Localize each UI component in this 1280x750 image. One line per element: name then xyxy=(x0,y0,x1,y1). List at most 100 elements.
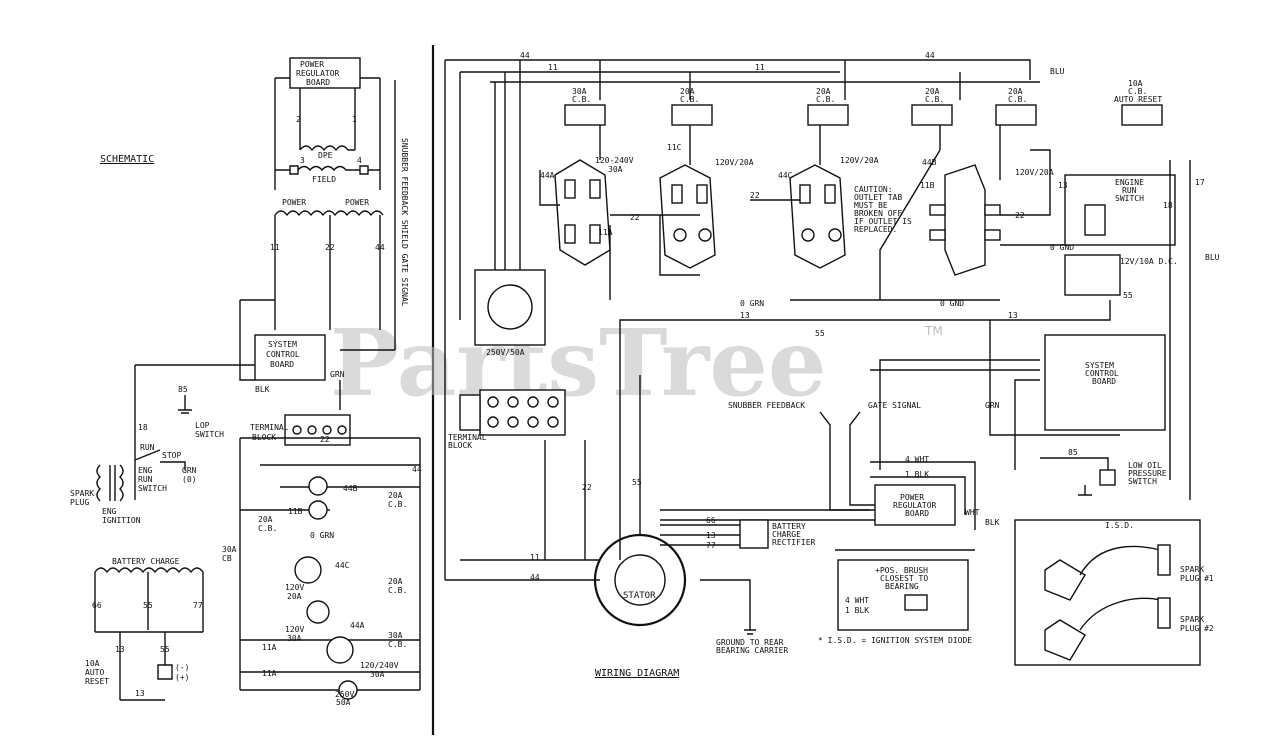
w-blu: BLU xyxy=(1050,67,1065,76)
power-2: POWER xyxy=(345,198,369,207)
wd-low-oil-switch xyxy=(1099,469,1116,486)
spark-plug-1 xyxy=(1157,544,1171,576)
wd-outlet-1 xyxy=(554,159,611,266)
scb-line3: BOARD xyxy=(270,360,294,369)
wd-breaker-3 xyxy=(807,104,849,126)
ign-line2: IGNITION xyxy=(102,516,141,525)
watermark-text: PartsTree xyxy=(330,309,826,417)
wb3-b: C.B. xyxy=(816,95,835,104)
ignition-coil-1 xyxy=(1044,559,1086,601)
wb5-a: 20A xyxy=(1008,87,1023,96)
wn-55: 55 xyxy=(815,329,825,338)
w-wht4b: 4 WHT xyxy=(845,596,869,605)
wb1-b: C.B. xyxy=(572,95,591,104)
wtb-8 xyxy=(547,416,559,428)
s-outlet-2 xyxy=(306,600,330,624)
wd-outlet-3 xyxy=(789,164,846,269)
wd-brush xyxy=(904,594,928,611)
w-44-top2: 44 xyxy=(925,51,935,60)
top-busses xyxy=(444,59,1040,580)
wn-44b: 44B xyxy=(922,158,937,167)
wd-breaker-1 xyxy=(564,104,606,126)
wo2: 120V/20A xyxy=(715,158,754,167)
volt-label: 12V/10A D.C. xyxy=(1120,257,1178,266)
wd-breaker-5 xyxy=(995,104,1037,126)
brush-3: BEARING xyxy=(885,582,919,591)
wprb-3: BOARD xyxy=(905,509,929,518)
lo-3: SWITCH xyxy=(1128,477,1157,486)
wb6-b: C.B. xyxy=(1128,87,1147,96)
run-label: RUN xyxy=(140,443,155,452)
s-outlet-4 xyxy=(338,680,358,700)
wd-brush-box xyxy=(837,559,969,631)
ign-line1: ENG xyxy=(102,507,117,516)
so2-line2: 30A xyxy=(287,634,302,643)
battery-charge-winding xyxy=(94,567,204,633)
wo1-b: 30A xyxy=(608,165,623,174)
w-blk: BLK xyxy=(985,518,1000,527)
wd-outlet-4 xyxy=(929,164,1001,276)
wb2-a: 20A xyxy=(680,87,695,96)
wprb-1: POWER xyxy=(900,493,924,502)
caution-1: CAUTION: xyxy=(854,185,893,194)
dpe-label: DPE xyxy=(318,151,333,160)
wscb-1: SYSTEM xyxy=(1085,361,1114,370)
w-blk1: 1 BLK xyxy=(905,470,929,479)
caution-4: BROKEN OFF xyxy=(854,209,902,218)
engine-run-switch-toggle[interactable] xyxy=(1084,204,1106,236)
wn-18: 18 xyxy=(1163,201,1173,210)
wn-3: 3 xyxy=(300,156,305,165)
wb1-a: 30A xyxy=(572,87,587,96)
so3-line1: 120/240V xyxy=(360,661,399,670)
bc-55b: 55 xyxy=(160,645,170,654)
so1-line2: 20A xyxy=(287,592,302,601)
s-wn-44: 44 xyxy=(375,243,385,252)
stb-line1: TERMINAL xyxy=(250,423,289,432)
prb-line2: REGULATOR xyxy=(296,69,340,78)
ground-lead xyxy=(700,579,756,635)
wd-ignition-box xyxy=(1014,519,1201,666)
wo3: 120V/20A xyxy=(840,156,879,165)
wtb-lbl1: TERMINAL xyxy=(448,433,487,442)
wd-outlet5-leads xyxy=(494,60,521,270)
prb-leads xyxy=(274,77,381,190)
so2-line1: 120V xyxy=(285,625,304,634)
bc-13: 13 xyxy=(115,645,125,654)
spark-plug-2 xyxy=(1157,597,1171,629)
field-coil xyxy=(275,165,380,175)
wn-85: 85 xyxy=(1068,448,1078,457)
wiring-title: WIRING DIAGRAM xyxy=(595,668,679,679)
scb20a-2b: C.B. xyxy=(388,500,407,509)
wn-22b: 22 xyxy=(750,191,760,200)
lo-1: LOW OIL xyxy=(1128,461,1162,470)
wscb-3: BOARD xyxy=(1092,377,1116,386)
dpe-coil xyxy=(299,145,355,152)
bcr-1: BATTERY xyxy=(772,522,806,531)
snubber-gate-wires xyxy=(819,411,870,511)
wb6-c: AUTO RESET xyxy=(1114,95,1162,104)
s-wn-22: 22 xyxy=(325,243,335,252)
ers-w2: RUN xyxy=(1122,186,1137,195)
wtb-1 xyxy=(487,396,499,408)
tb-screw-3 xyxy=(322,425,332,435)
scb-blk: BLK xyxy=(255,385,270,394)
scb30a: 30A xyxy=(388,631,403,640)
caution-5: IF OUTLET IS xyxy=(854,217,912,226)
isd-note: * I.S.D. = IGNITION SYSTEM DIODE xyxy=(818,636,972,645)
tb-screw-2 xyxy=(307,425,317,435)
wn-44a: 44A xyxy=(540,171,555,180)
lad-11a-2: 11A xyxy=(262,669,277,678)
wtb-lbl2: BLOCK xyxy=(448,441,472,450)
grn0-line2: (0) xyxy=(182,475,196,484)
field-label: FIELD xyxy=(312,175,336,184)
ar-line3: RESET xyxy=(85,677,109,686)
ers-line2: RUN xyxy=(138,475,153,484)
so4-line1: 250V xyxy=(335,690,354,699)
s-outlet-b xyxy=(308,500,328,520)
bc-66: 66 xyxy=(92,601,102,610)
scb20a-1: 20A xyxy=(258,515,273,524)
w-11-top2: 11 xyxy=(755,63,765,72)
snubber-vertical-text: SNUBBER FEEDBACK SHIELD GATE SIGNAL xyxy=(400,138,409,307)
bc-plus: (+) xyxy=(175,673,189,682)
stator-label: STATOR xyxy=(623,591,656,601)
